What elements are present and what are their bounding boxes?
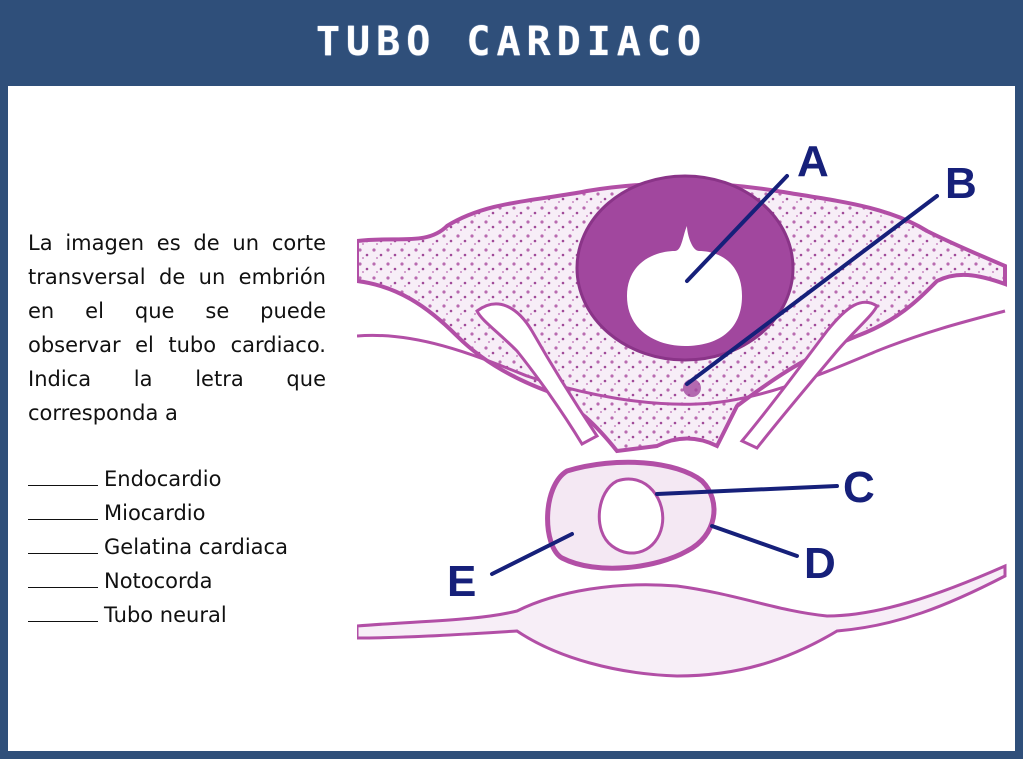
list-item: Endocardio bbox=[28, 462, 288, 496]
list-item: Miocardio bbox=[28, 496, 288, 530]
content-panel: La imagen es de un corte transversal de … bbox=[8, 86, 1015, 751]
lower-membrane bbox=[357, 309, 1006, 406]
label-e: E bbox=[447, 557, 476, 606]
slide-title: TUBO CARDIACO bbox=[315, 19, 708, 65]
lower-vesicle bbox=[357, 563, 1007, 678]
pointer-e bbox=[490, 532, 574, 576]
list-item: Notocorda bbox=[28, 564, 288, 598]
right-coelom bbox=[739, 300, 879, 450]
answer-blank[interactable] bbox=[28, 531, 98, 554]
instructions-text: La imagen es de un corte transversal de … bbox=[28, 231, 326, 425]
pointer-d bbox=[710, 524, 799, 558]
title-bar: TUBO CARDIACO bbox=[0, 0, 1023, 84]
list-item: Tubo neural bbox=[28, 598, 288, 632]
answer-blank[interactable] bbox=[28, 463, 98, 486]
label-b: B bbox=[945, 159, 977, 208]
endocardium bbox=[597, 477, 665, 555]
pointer-b bbox=[685, 194, 939, 386]
item-label: Miocardio bbox=[104, 501, 206, 525]
left-coelom bbox=[475, 302, 600, 446]
label-a: A bbox=[797, 137, 829, 186]
item-label: Notocorda bbox=[104, 569, 213, 593]
answer-list: Endocardio Miocardio Gelatina cardiaca N… bbox=[28, 462, 288, 632]
item-label: Endocardio bbox=[104, 467, 222, 491]
embryo-cross-section-diagram: A B C D E bbox=[357, 137, 1007, 678]
label-c: C bbox=[843, 463, 875, 512]
pointer-a bbox=[685, 174, 789, 283]
label-d: D bbox=[804, 539, 836, 588]
list-item: Gelatina cardiaca bbox=[28, 530, 288, 564]
answer-blank[interactable] bbox=[28, 599, 98, 622]
item-label: Gelatina cardiaca bbox=[104, 535, 288, 559]
item-label: Tubo neural bbox=[104, 603, 227, 627]
pointer-c bbox=[655, 484, 839, 496]
answer-blank[interactable] bbox=[28, 565, 98, 588]
answer-blank[interactable] bbox=[28, 497, 98, 520]
